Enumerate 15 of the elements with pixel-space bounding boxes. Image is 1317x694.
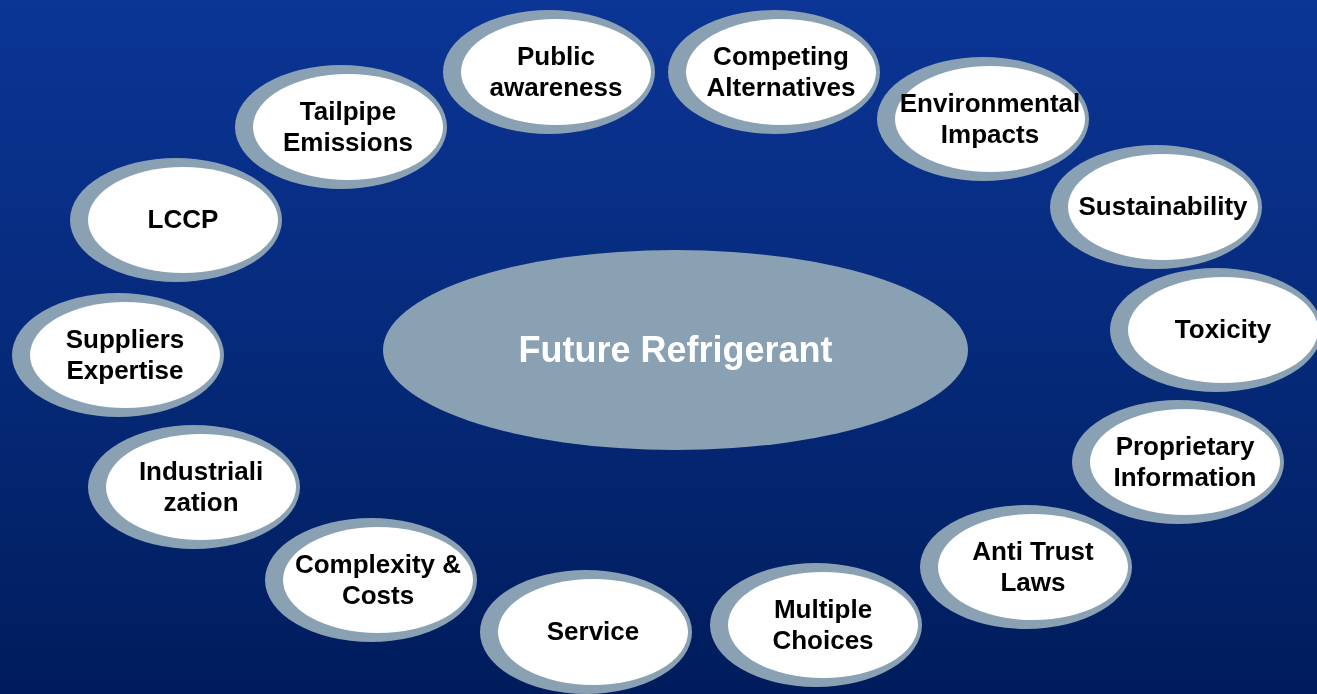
oval-label: Future Refrigerant: [518, 329, 833, 371]
oval-label: Complexity & Costs: [293, 548, 463, 612]
oval-label: LCCP: [147, 204, 219, 236]
oval-label: Environmental Impacts: [898, 87, 1082, 151]
oval-label: Proprietary Information: [1112, 430, 1258, 494]
oval-label: Tailpipe Emissions: [281, 95, 415, 159]
oval-label: Competing Alternatives: [705, 40, 857, 104]
oval-label: Toxicity: [1174, 314, 1272, 346]
oval-label: Multiple Choices: [771, 593, 875, 657]
oval-label: Anti Trust Laws: [971, 535, 1095, 599]
oval-label: Service: [546, 616, 640, 648]
oval-label: Public awareness: [488, 40, 624, 104]
oval-label: Sustainability: [1078, 191, 1248, 223]
oval-label: Suppliers Expertise: [64, 323, 186, 387]
oval-label: Industrialization: [137, 455, 265, 519]
